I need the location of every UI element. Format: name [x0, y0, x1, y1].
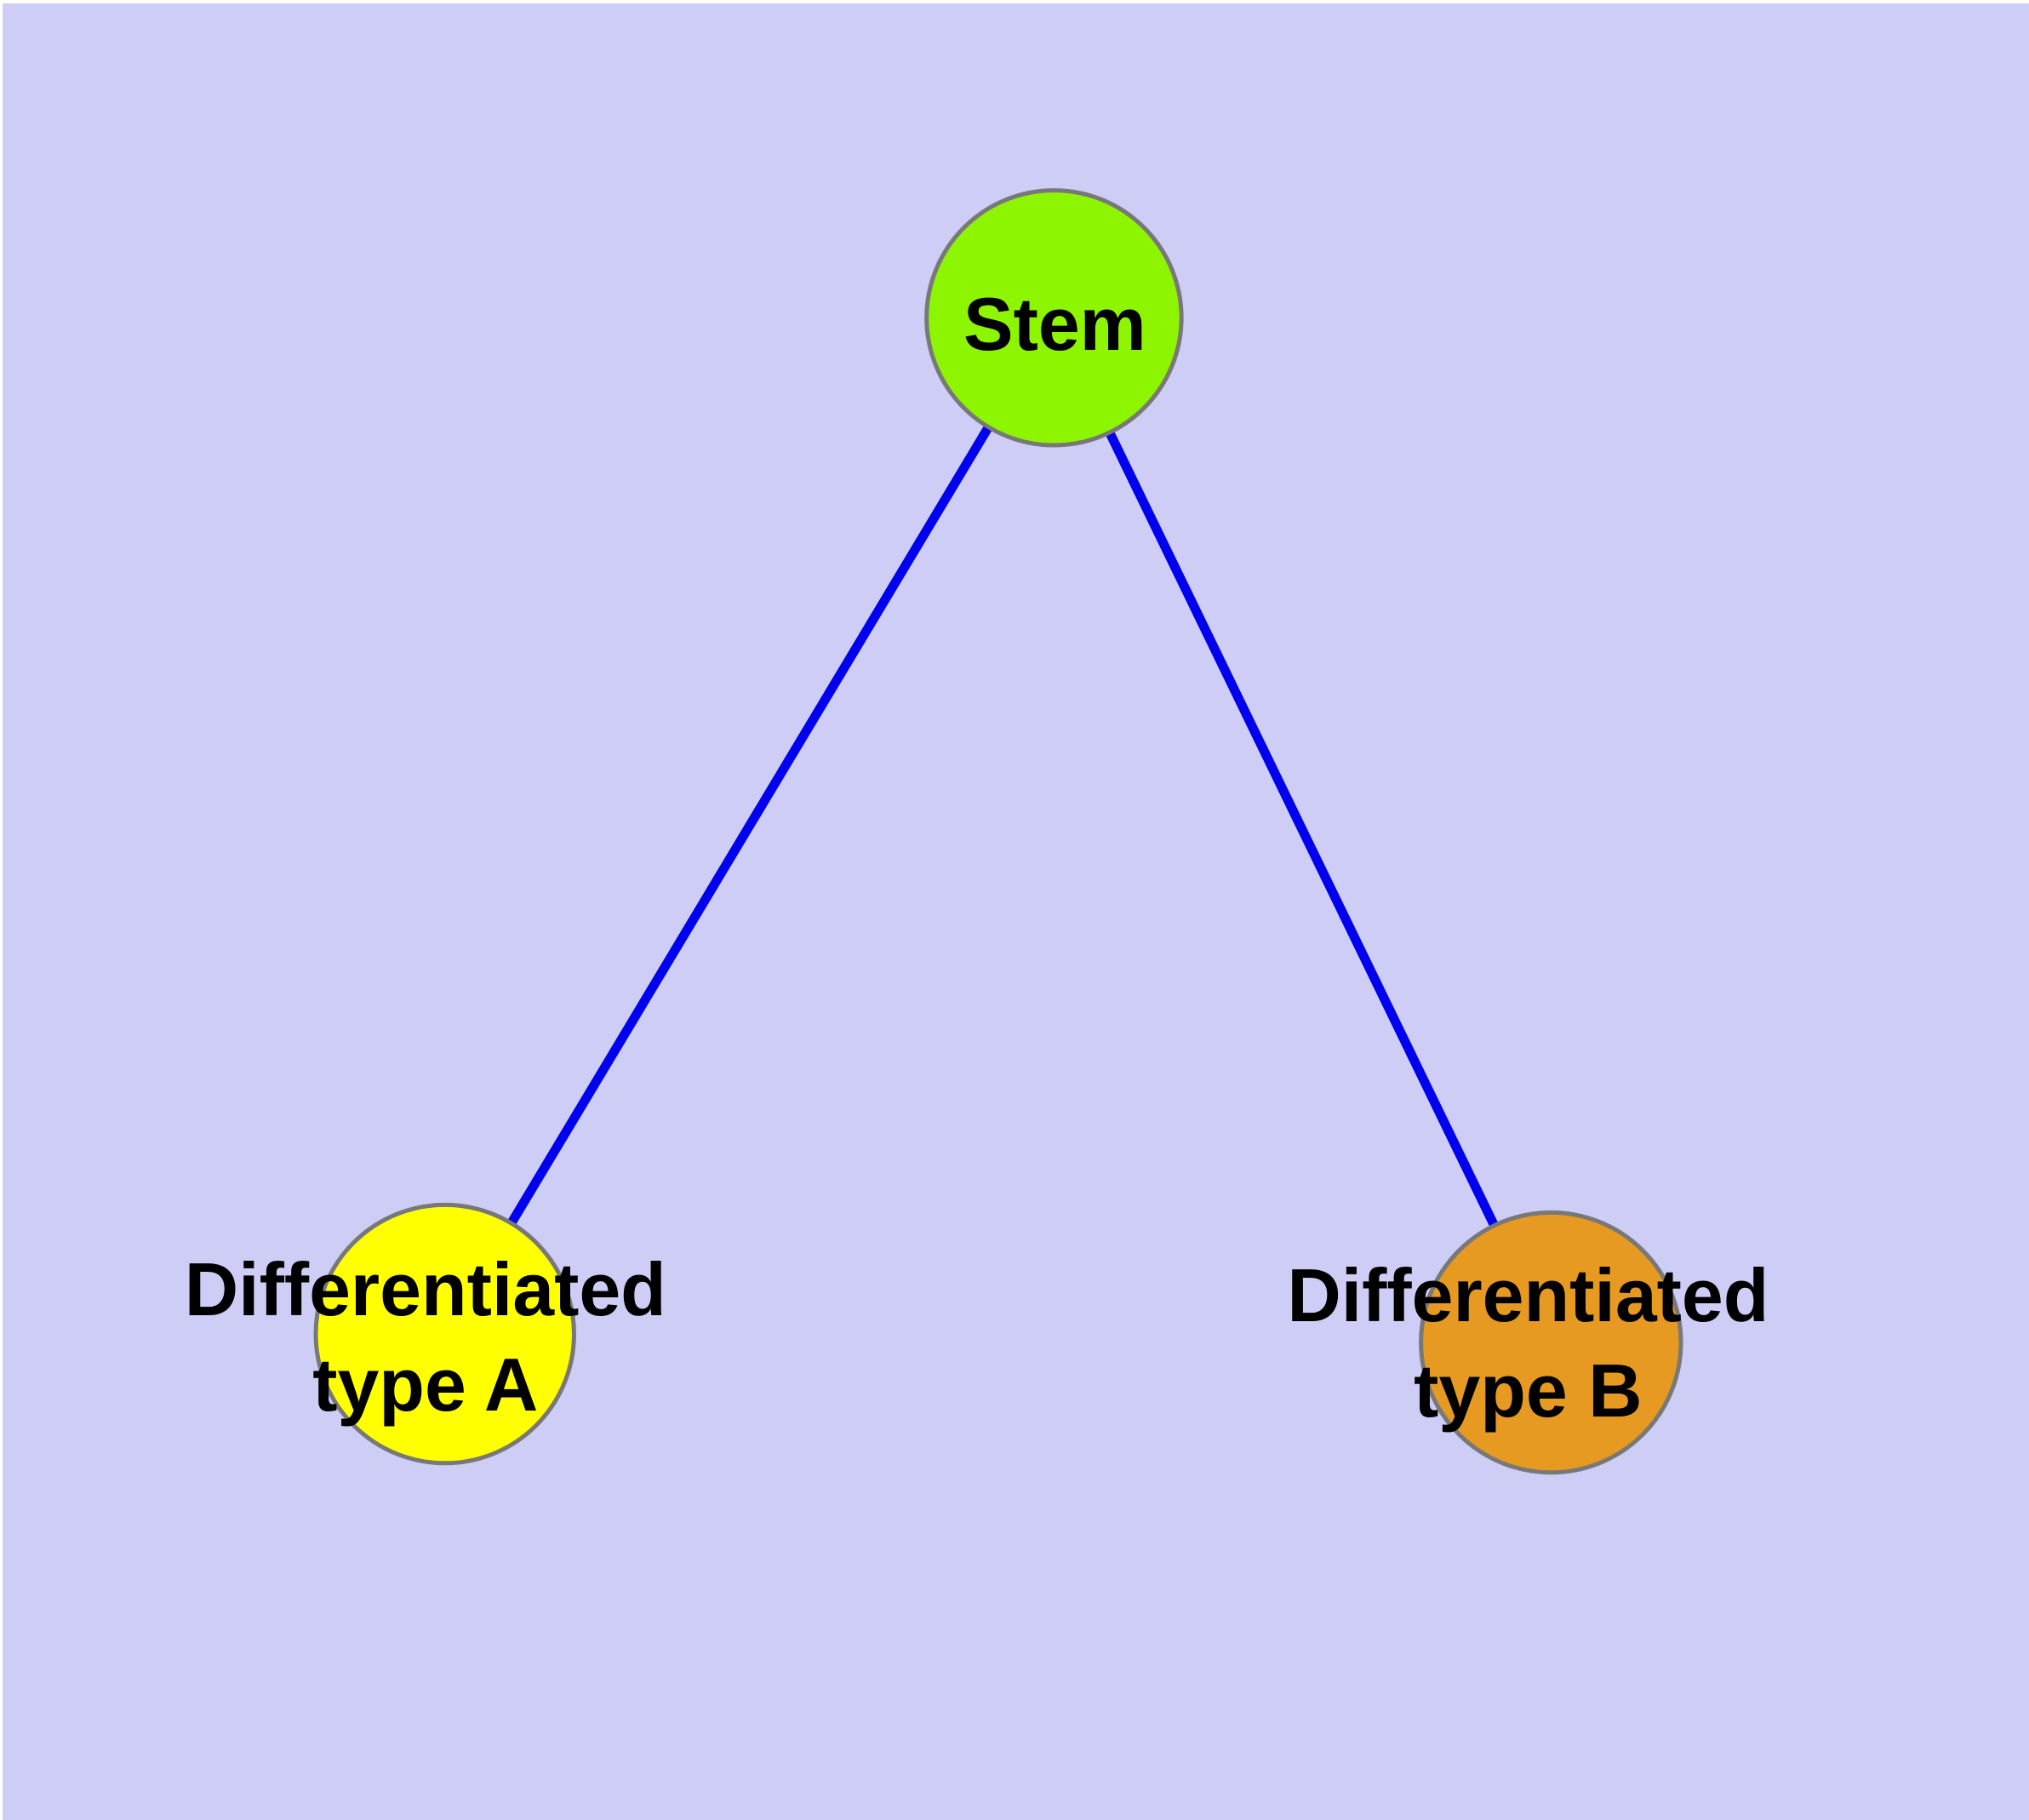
node-label-stem-line-1: Stem: [963, 282, 1146, 366]
edge-stem-differentiated-type-b: [1105, 430, 1499, 1228]
node-differentiated-type-a: [313, 1202, 576, 1466]
edges-layer: [507, 424, 1499, 1228]
node-label-differentiated-type-b-line-2: type B: [1414, 1348, 1642, 1433]
node-stem: [924, 188, 1184, 448]
edge-stem-differentiated-type-a: [507, 424, 993, 1226]
nodes-layer: [313, 188, 1683, 1475]
node-label-differentiated-type-a-line-2: type A: [312, 1342, 538, 1427]
node-label-differentiated-type-b-line-1: Differentiated: [1287, 1253, 1769, 1337]
node-label-differentiated-type-a-line-1: Differentiated: [185, 1247, 666, 1331]
node-differentiated-type-b: [1419, 1210, 1683, 1475]
